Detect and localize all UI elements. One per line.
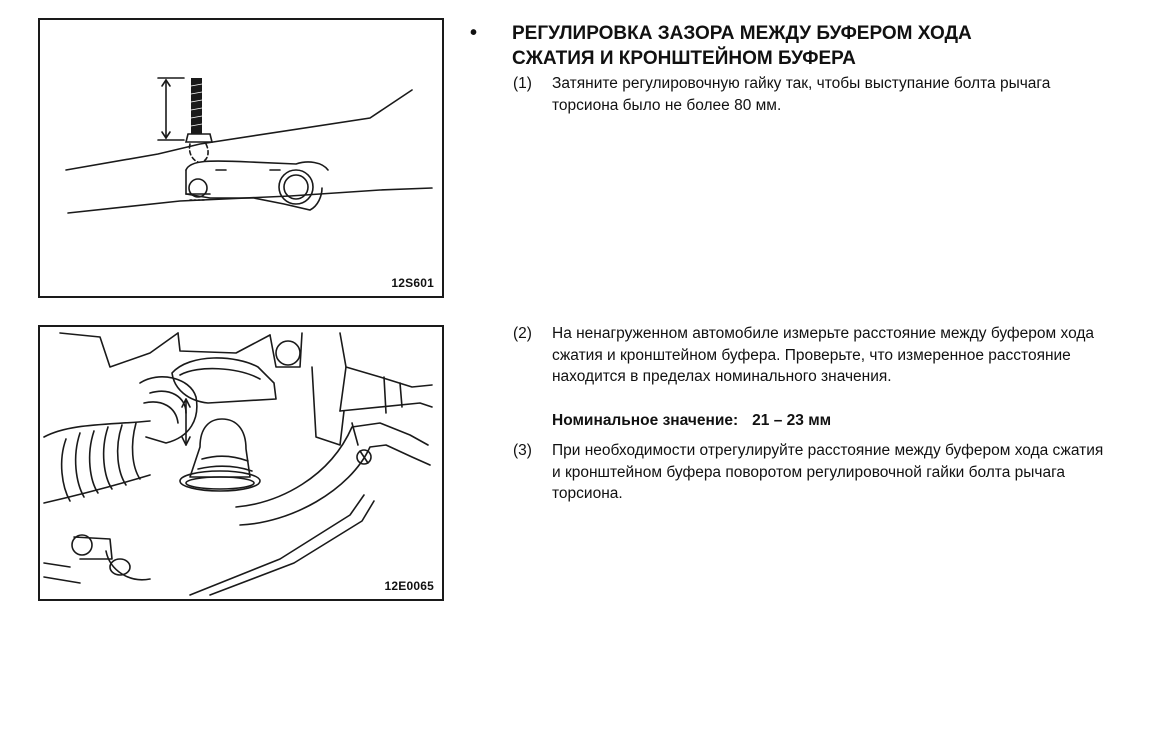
title-line-2: СЖАТИЯ И КРОНШТЕЙНОМ БУФЕРА [512,48,856,69]
bump-stopper-drawing [43,332,433,596]
step-number: (2) [513,325,532,342]
step-text: Затяните регулировочную гайку так, чтобы… [552,75,1051,114]
title-line-1: РЕГУЛИРОВКА ЗАЗОРА МЕЖДУ БУФЕРОМ ХОДА [512,23,972,44]
torsion-bolt-drawing [65,77,433,214]
figure-bump-stopper: 12E0065 [38,325,444,601]
nominal-value: Номинальное значение: 21 – 23 мм [552,412,831,430]
figure-code: 12S601 [391,276,434,290]
nominal-range: 21 – 23 мм [752,412,832,429]
page-title: РЕГУЛИРОВКА ЗАЗОРА МЕЖДУ БУФЕРОМ ХОДА СЖ… [512,21,1122,71]
bullet: • [470,22,478,44]
figure-torsion-bolt: 12S601 [38,18,444,298]
step-number: (3) [513,442,532,459]
step-text: На ненагруженном автомобиле измерьте рас… [552,325,1095,385]
step-text: При необходимости отрегулируйте расстоян… [552,442,1104,502]
nominal-label: Номинальное значение: [552,412,739,429]
step-number: (1) [513,75,532,92]
figure-code: 12E0065 [384,579,434,593]
